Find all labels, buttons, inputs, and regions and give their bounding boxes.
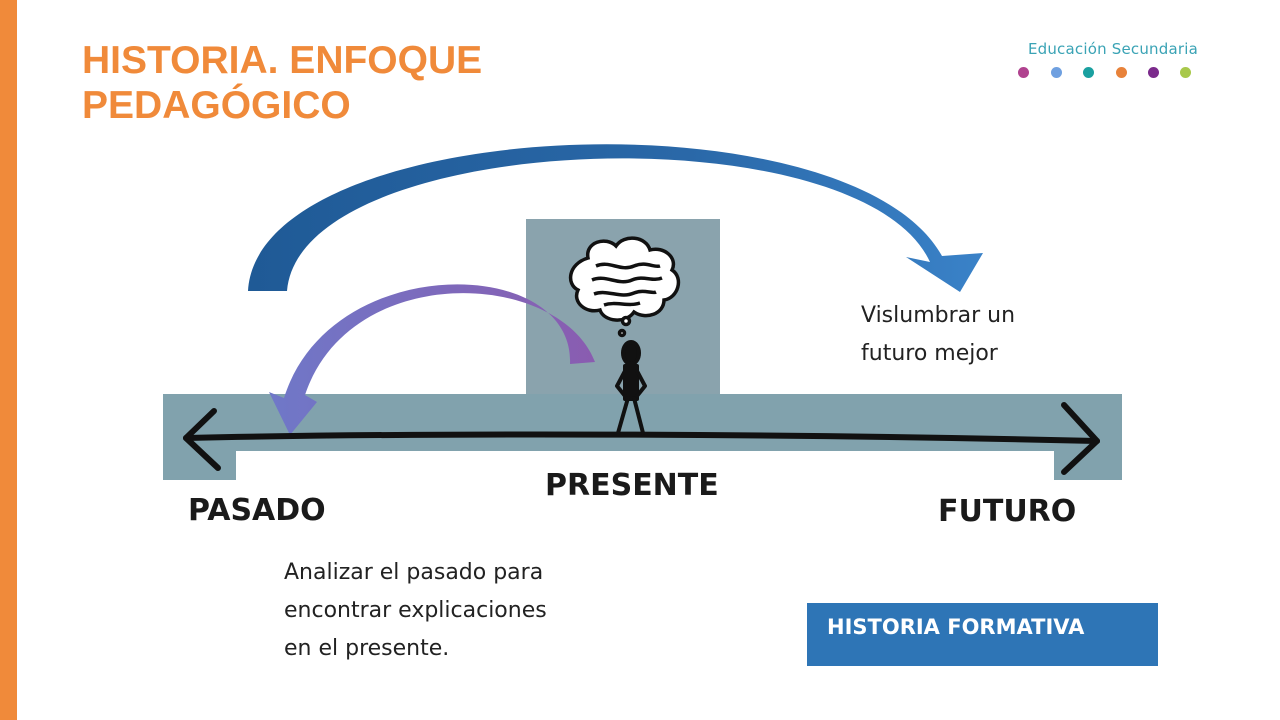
brand-dot [1116, 67, 1127, 78]
future-curved-arrow-icon [248, 144, 983, 292]
brand-dot [1018, 67, 1029, 78]
brand-dot [1051, 67, 1062, 78]
past-note-line: en el presente. [284, 636, 450, 661]
past-note: Analizar el pasado para encontrar explic… [284, 554, 624, 668]
timeline-double-arrow-icon [183, 402, 1100, 475]
past-note-line: Analizar el pasado para [284, 560, 544, 585]
futuro-label: FUTURO [938, 494, 1077, 529]
title-line-2: PEDAGÓGICO [82, 84, 351, 127]
brand-dot [1083, 67, 1094, 78]
historia-formativa-badge: HISTORIA FORMATIVA [807, 603, 1158, 666]
pasado-label: PASADO [188, 493, 326, 528]
brand-dot [1180, 67, 1191, 78]
presente-label: PRESENTE [545, 468, 719, 503]
brand-dot [1148, 67, 1159, 78]
future-note-line: Vislumbrar un [861, 303, 1016, 328]
future-note-line: futuro mejor [861, 341, 998, 366]
title-line-1: HISTORIA. ENFOQUE [82, 39, 483, 82]
left-accent-bar [0, 0, 17, 720]
brand-dots [1018, 67, 1198, 79]
stick-figure-icon [615, 340, 647, 435]
thought-bubble-icon [568, 236, 681, 338]
future-note: Vislumbrar un futuro mejor [861, 297, 1101, 373]
past-curved-arrow-icon [269, 284, 595, 435]
brand-label: Educación Secundaria [1027, 40, 1198, 58]
past-note-line: encontrar explicaciones [284, 598, 547, 623]
slide-title: HISTORIA. ENFOQUE PEDAGÓGICO [82, 38, 482, 128]
